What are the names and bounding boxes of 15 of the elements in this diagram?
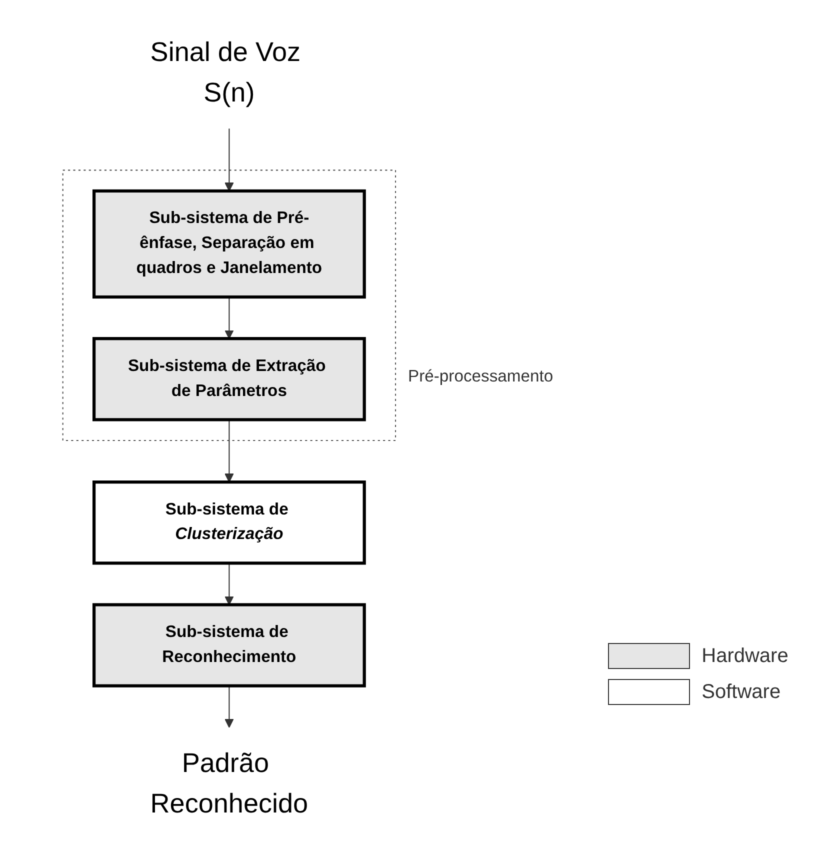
node-text: Padrão Reconhecido — [150, 746, 308, 818]
cluster — [62, 169, 396, 440]
arrow — [224, 685, 234, 728]
legend-label: Hardware — [702, 644, 788, 668]
node-box: Sub-sistema de Pré-ênfase, Separação em quadros e Janelamento — [92, 188, 366, 298]
legend-label: Software — [702, 680, 781, 704]
node-label: Pré-processamento — [408, 367, 553, 386]
node-box: Sub-sistema de Clusterização — [92, 480, 366, 564]
arrow — [224, 128, 234, 191]
node-box: Sub-sistema de Extração de Parâmetros — [92, 336, 366, 421]
node-text: Sinal de Voz S(n) — [150, 36, 300, 108]
arrow — [224, 419, 234, 482]
node-box: Sub-sistema de Reconhecimento — [92, 602, 366, 687]
arrow — [224, 562, 234, 605]
arrow — [224, 296, 234, 338]
